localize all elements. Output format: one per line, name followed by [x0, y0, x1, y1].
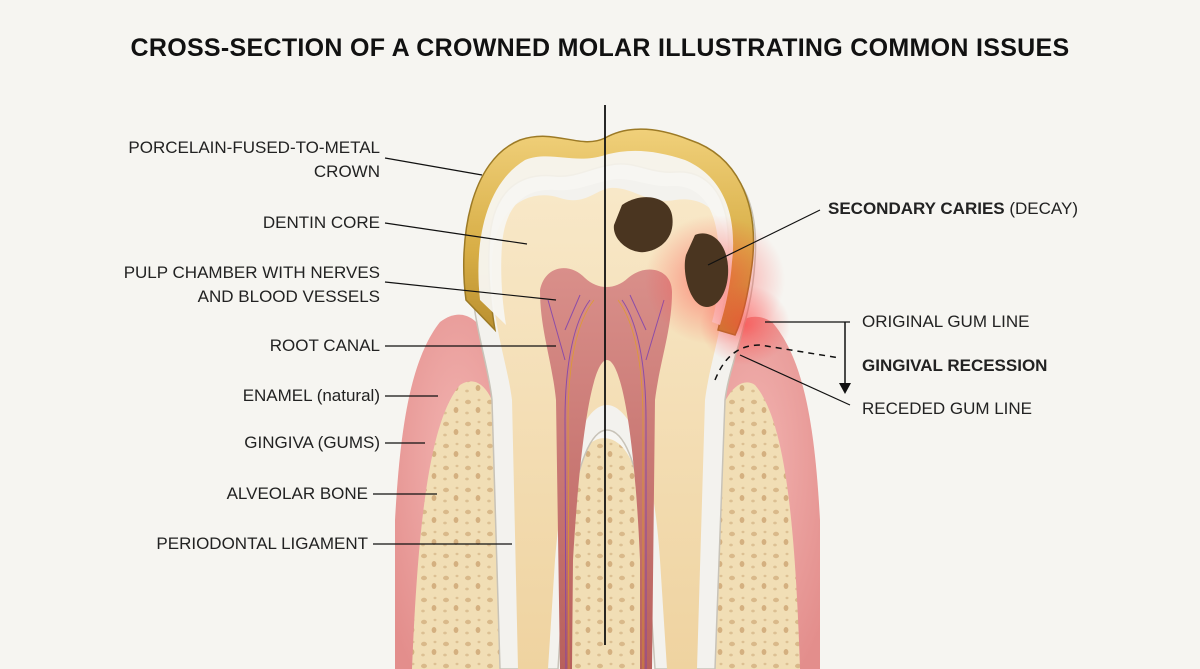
label-enamel: ENAMEL (natural): [242, 386, 380, 405]
pulp-chamber: [540, 268, 672, 669]
label-crown: PORCELAIN-FUSED-TO-METAL CROWN: [128, 136, 380, 184]
recession-arrow: [839, 322, 851, 394]
label-pulp-line2: AND BLOOD VESSELS: [197, 287, 380, 306]
label-periodontal-ligament: PERIODONTAL LIGAMENT: [156, 534, 368, 553]
receded-gum-dashed: [714, 344, 841, 381]
label-crown-line1: PORCELAIN-FUSED-TO-METAL: [128, 138, 380, 157]
alveolar-bone-right: [705, 382, 800, 669]
label-secondary-caries: SECONDARY CARIES (DECAY): [828, 197, 1078, 221]
label-gingiva: GINGIVA (GUMS): [244, 433, 380, 452]
label-crown-line2: CROWN: [313, 162, 380, 181]
interradicular-bone: [560, 438, 652, 669]
label-gingival-recession: GINGIVAL RECESSION: [862, 356, 1048, 375]
label-receded-gum-line: RECEDED GUM LINE: [862, 399, 1033, 418]
label-caries-bold: SECONDARY CARIES: [828, 199, 1005, 218]
caries-lesion-bottom: [684, 233, 729, 307]
label-alveolar-bone: ALVEOLAR BONE: [226, 484, 368, 503]
label-pulp-chamber: PULP CHAMBER WITH NERVES AND BLOOD VESSE…: [124, 261, 380, 309]
label-original-gum-line: ORIGINAL GUM LINE: [862, 312, 1030, 331]
label-caries-rest: (DECAY): [1004, 199, 1078, 218]
label-root-canal: ROOT CANAL: [269, 336, 380, 355]
label-dentin-core: DENTIN CORE: [262, 213, 380, 232]
label-pulp-line1: PULP CHAMBER WITH NERVES: [123, 263, 380, 282]
caries-lesion-top: [613, 197, 673, 253]
diagram-title: CROSS-SECTION OF A CROWNED MOLAR ILLUSTR…: [130, 34, 1070, 62]
alveolar-bone-left: [412, 381, 510, 669]
